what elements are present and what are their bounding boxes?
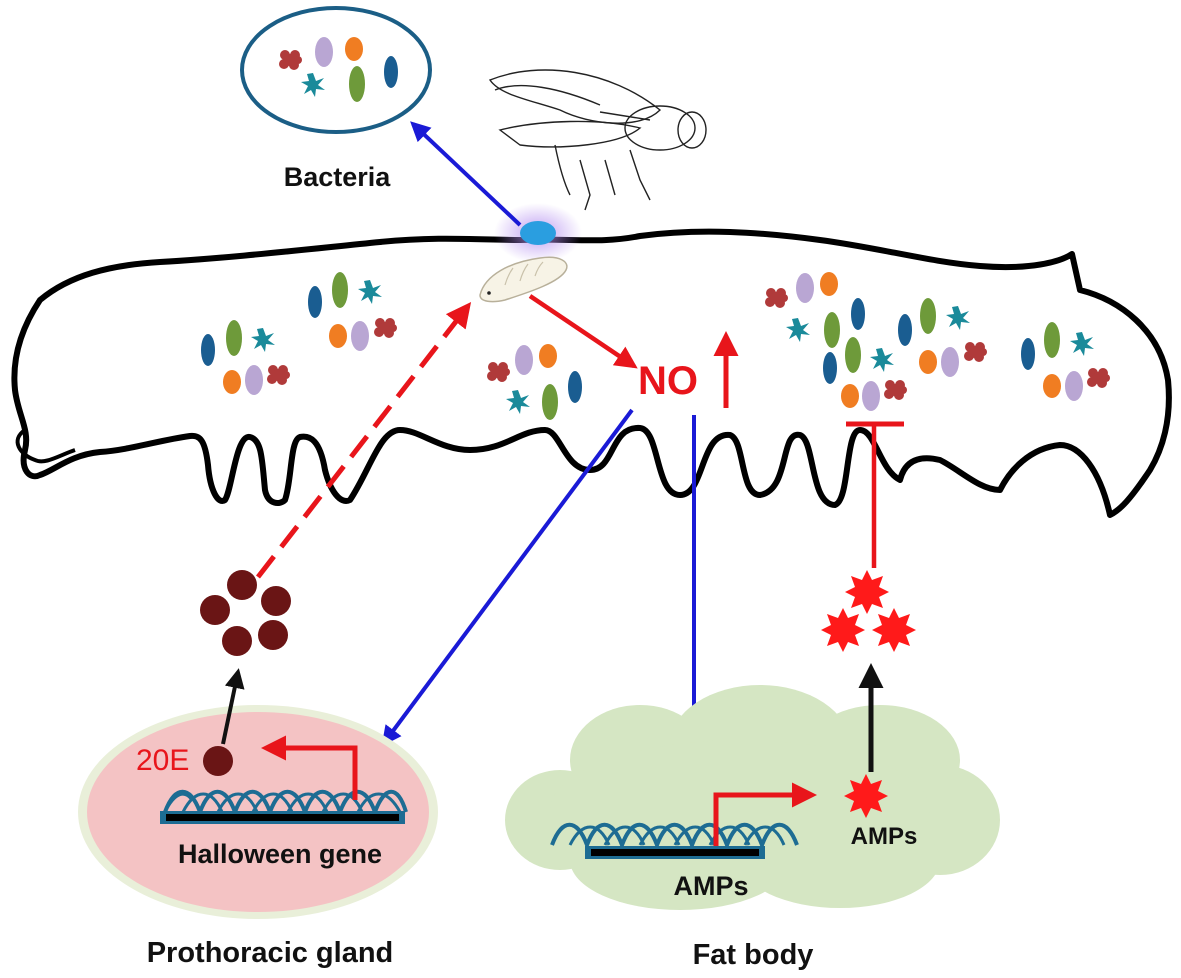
bacteria-label: Bacteria [284, 162, 392, 192]
amp-star-icon [872, 608, 916, 652]
fat-body [505, 685, 1000, 910]
amps-gene-label: AMPs [673, 871, 748, 901]
gene-expression-arrow-fatbody [713, 782, 817, 846]
parasitoid-fly-icon [488, 69, 707, 211]
microbe-red-icon [487, 362, 510, 382]
microbe-blue-icon [851, 298, 865, 330]
arrow-larva-to-no [528, 294, 638, 369]
microbe-green-icon [332, 272, 348, 308]
fat-body-label: Fat body [693, 939, 814, 971]
arrow-hormone-to-larva [256, 302, 472, 579]
microbe-blue-icon [823, 352, 837, 384]
microbe-purple-icon [862, 381, 880, 411]
microbe-orange-icon [539, 344, 557, 368]
prothoracic-gland-label: Prothoracic gland [147, 937, 394, 969]
microbe-purple-icon [315, 37, 333, 67]
hormone-dot-icon [222, 626, 252, 656]
microbe-red-icon [1087, 368, 1110, 388]
microbe-red-icon [267, 365, 290, 385]
microbe-orange-icon [1043, 374, 1061, 398]
gene-expression-arrow-gland [261, 735, 358, 800]
microbe-red-icon [964, 342, 987, 362]
microbe-green-icon [1044, 322, 1060, 358]
twenty-e-label: 20E [136, 744, 189, 777]
arrow-20e-release [221, 668, 245, 745]
hormone-dot-icon [258, 620, 288, 650]
microbe-green-icon [845, 337, 861, 373]
microbe-red-icon [884, 380, 907, 400]
larva-body-outline [11, 228, 1172, 518]
microbe-red-icon [765, 288, 788, 308]
amps-gene-dna [550, 823, 799, 859]
fly-larva-icon [479, 256, 568, 303]
microbe-blue-icon [568, 371, 582, 403]
microbe-purple-icon [941, 347, 959, 377]
bacteria-panel [240, 6, 432, 134]
20e-hormone-cluster [200, 570, 291, 656]
microbe-purple-icon [245, 365, 263, 395]
microbe-green-icon [824, 312, 840, 348]
microbe-purple-icon [515, 345, 533, 375]
microbe-red-icon [374, 318, 397, 338]
halloween-gene-label: Halloween gene [178, 839, 382, 869]
larva-tail-detail [15, 428, 76, 464]
microbe-purple-icon [351, 321, 369, 351]
microbe-orange-icon [329, 324, 347, 348]
amp-cluster [821, 570, 916, 652]
hormone-dot-icon [200, 595, 230, 625]
microbe-blue-icon [898, 314, 912, 346]
amp-star-icon [844, 774, 888, 818]
inhibition-bar-icon [846, 421, 904, 568]
microbe-blue-icon [1021, 338, 1035, 370]
amps-secreted-label: AMPs [851, 823, 918, 850]
hormone-dot-icon [261, 586, 291, 616]
microbe-red-icon [279, 50, 302, 70]
microbe-orange-icon [841, 384, 859, 408]
microbe-purple-icon [1065, 371, 1083, 401]
microbe-orange-icon [919, 350, 937, 374]
arrow-spot-to-bacteria [410, 121, 522, 227]
hormone-dot-icon [203, 746, 233, 776]
microbe-green-icon [542, 384, 558, 420]
microbe-blue-icon [384, 56, 398, 88]
microbe-green-icon [920, 298, 936, 334]
wasp-spot-icon [520, 221, 556, 245]
amp-star-icon [821, 608, 865, 652]
hormone-dot-icon [227, 570, 257, 600]
microbe-orange-icon [820, 272, 838, 296]
microbe-green-icon [349, 66, 365, 102]
microbe-orange-icon [223, 370, 241, 394]
microbe-orange-icon [345, 37, 363, 61]
microbe-blue-icon [308, 286, 322, 318]
no-label: NO [638, 359, 698, 403]
microbe-blue-icon [201, 334, 215, 366]
halloween-gene-dna [160, 790, 408, 824]
microbe-purple-icon [796, 273, 814, 303]
amp-star-icon [845, 570, 889, 614]
arrow-no-to-gland [381, 408, 634, 747]
microbe-green-icon [226, 320, 242, 356]
